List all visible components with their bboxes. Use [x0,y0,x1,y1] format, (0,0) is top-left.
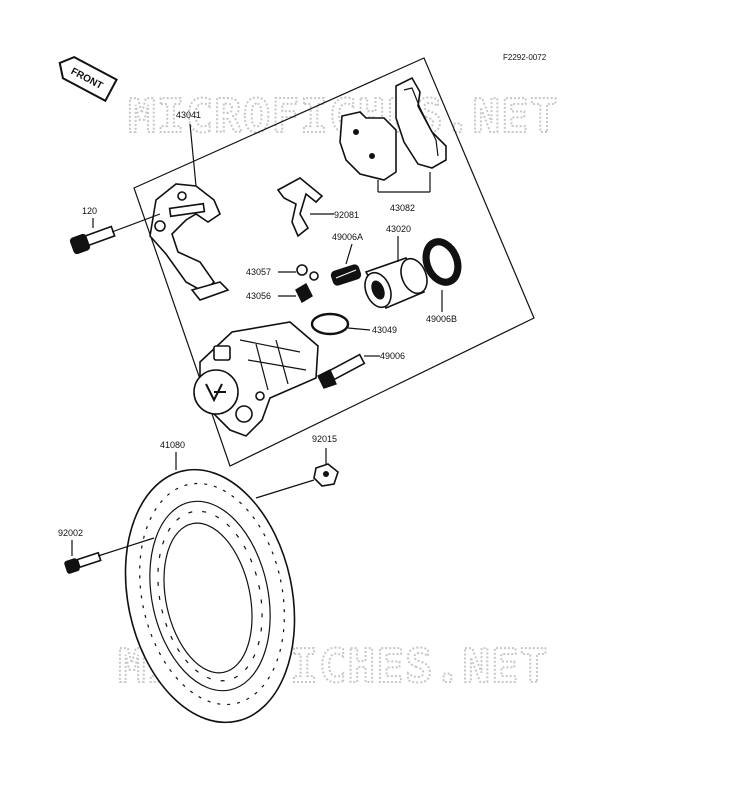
piston-seal-ring-icon [422,238,462,286]
disc-bolt-92002-icon [64,551,102,574]
leader-43041 [189,123,197,187]
label-43082: 43082 [390,203,415,213]
leader-49006a [345,243,353,265]
square-seal-ring-icon [310,312,350,336]
label-120: 120 [82,206,97,216]
bolt-120-icon [69,225,116,255]
caliper-piston-icon [364,257,428,310]
pad-spring-clip-icon [276,177,324,238]
label-43049: 43049 [372,325,397,335]
leader-bolt-to-disc [97,537,155,557]
caliper-bracket [149,183,230,301]
label-92015: 92015 [312,434,337,444]
label-43020: 43020 [386,224,411,234]
caliper-pin-icon [317,353,366,389]
leader-nut-to-disc [255,479,315,499]
label-43041: 43041 [176,110,201,120]
label-92002: 92002 [58,528,83,538]
caliper-assembly-outline [133,57,535,467]
leader-bolt-to-bracket [111,213,161,233]
front-arrow-icon: FRONT [58,55,118,103]
bleeder-valve-icon [295,283,313,303]
label-49006b: 49006B [426,314,457,324]
brake-disc [124,468,296,724]
dust-boot-49006a-icon [330,264,362,286]
label-92081: 92081 [334,210,359,220]
nut-92015-icon [313,463,339,487]
leader-43082 [377,172,431,193]
label-43057: 43057 [246,267,271,277]
brake-pad-set [339,76,447,181]
label-41080: 41080 [160,440,185,450]
leader-43049 [347,327,371,331]
bleeder-cap-icon [296,264,319,281]
label-49006a: 49006A [332,232,363,242]
label-49006: 49006 [380,351,405,361]
caliper-body [193,321,319,437]
figure-reference-code: F2292-0072 [503,53,547,62]
label-43056: 43056 [246,291,271,301]
